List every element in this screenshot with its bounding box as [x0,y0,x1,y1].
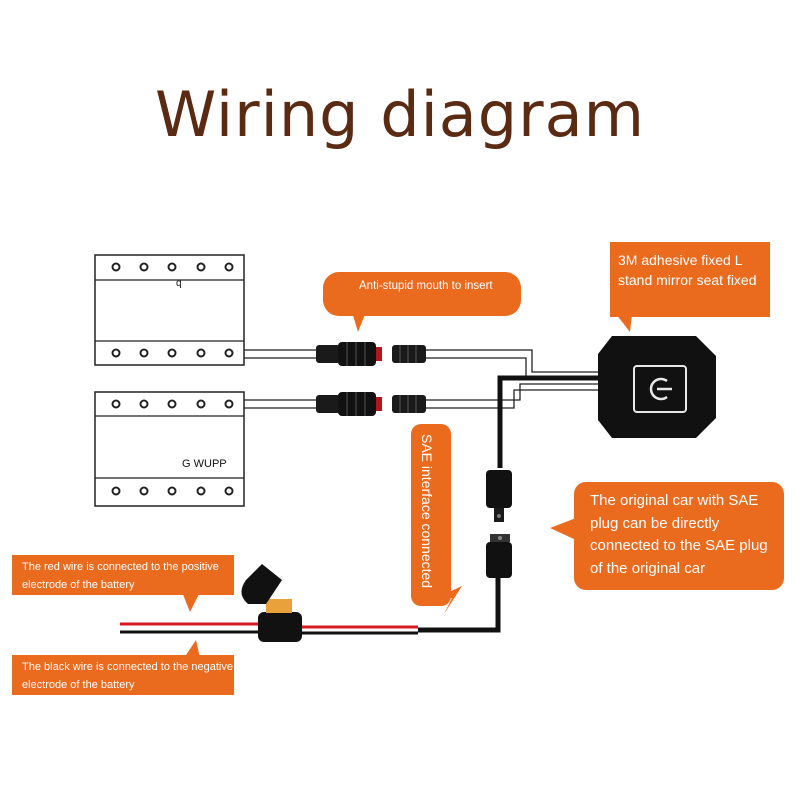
panel-cables [244,349,600,409]
light-panel-bottom [94,391,245,507]
diagram-title: Wiring diagram [154,78,646,151]
connector-pair-bottom [316,392,426,416]
panel-label-bottom: G WUPP [182,458,227,470]
connector-pair-top [316,342,426,366]
callout-sae-interface: SAE interface connected [411,424,451,606]
callout-sae-plug: The original car with SAE plug can be di… [574,482,784,590]
callout-anti-stupid: Anti-stupid mouth to insert [323,272,521,316]
callout-pointers [182,312,632,658]
sae-connector [486,470,512,578]
callout-black-wire: The black wire is connected to the negat… [12,655,234,695]
light-panel-top [94,254,245,366]
panel-label-top: q [176,278,182,289]
callout-mount: 3M adhesive fixed L stand mirror seat fi… [610,242,770,317]
callout-sae-interface-text: SAE interface connected [419,434,435,589]
power-switch-icon [633,365,687,413]
switch-box [598,336,716,438]
fuse-holder [120,564,418,642]
callout-red-wire: The red wire is connected to the positiv… [12,555,234,595]
main-black-cable [418,375,600,633]
